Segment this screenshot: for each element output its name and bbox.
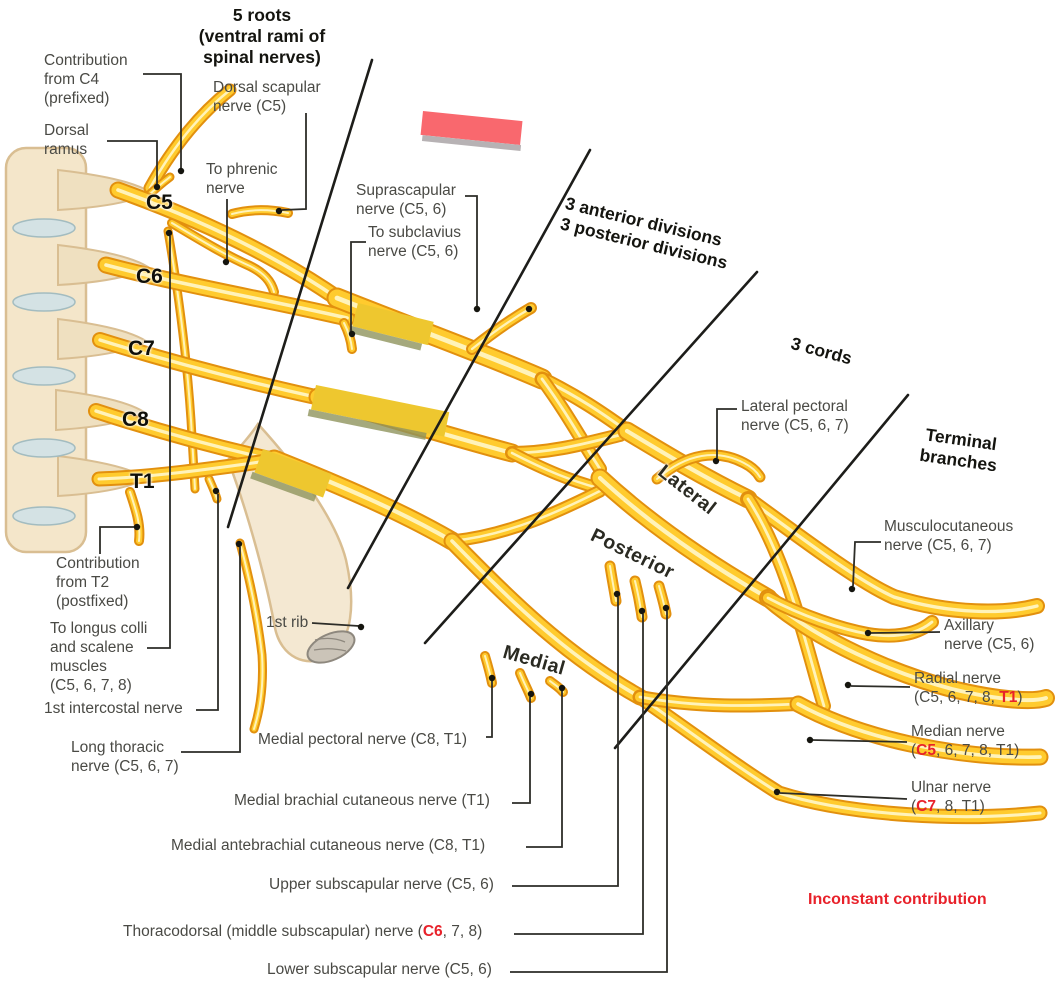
section-divider-lines bbox=[226, 58, 910, 750]
highlight-bar-middle-trunk bbox=[307, 385, 450, 440]
nerve-network bbox=[88, 83, 1055, 825]
redaction-bar-trunks-heading bbox=[420, 111, 523, 152]
first-rib-bone bbox=[226, 421, 356, 664]
leader-lines bbox=[99, 73, 941, 973]
highlight-bar-upper-trunk bbox=[348, 303, 434, 351]
leader-dots bbox=[133, 167, 872, 796]
highlight-bar-lower-trunk bbox=[250, 449, 332, 502]
